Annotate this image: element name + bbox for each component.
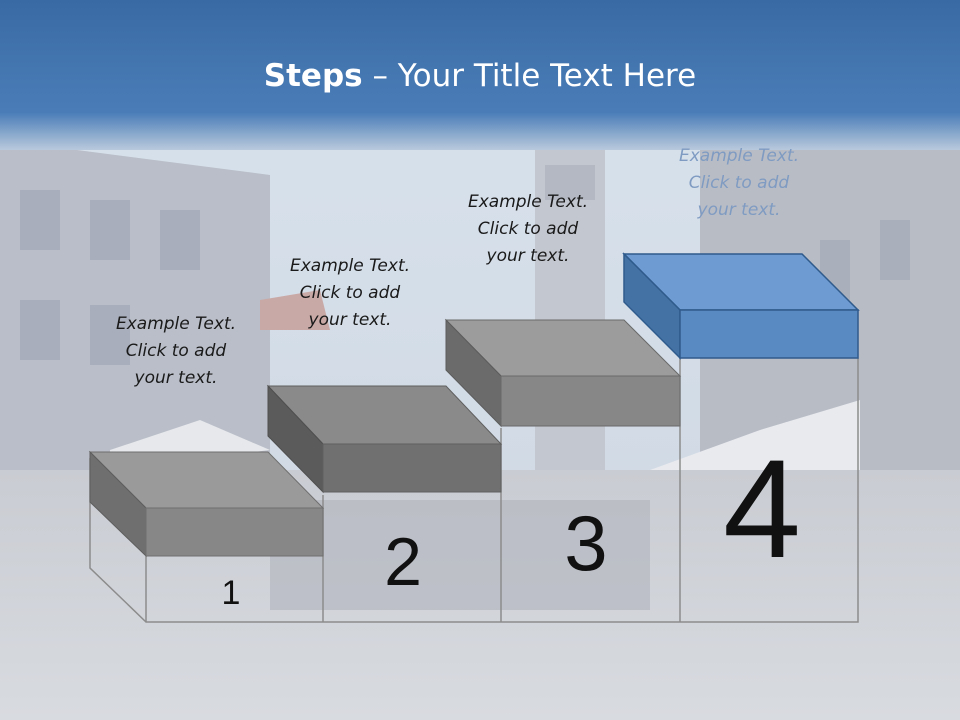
- caption-line: your text.: [486, 246, 570, 266]
- caption-line: your text.: [134, 368, 218, 388]
- step-3-block[interactable]: [444, 318, 682, 428]
- caption-line: Click to add: [299, 283, 401, 303]
- step-4-caption[interactable]: Example Text. Click to add your text.: [649, 143, 829, 224]
- caption-line: Example Text.: [289, 256, 411, 276]
- step-1-caption[interactable]: Example Text. Click to add your text.: [86, 311, 266, 392]
- step-1-block[interactable]: [88, 450, 325, 558]
- step-4-number: 4: [723, 430, 801, 587]
- step-2-caption[interactable]: Example Text. Click to add your text.: [260, 253, 440, 334]
- caption-line: Example Text.: [678, 146, 800, 166]
- step-3-number: 3: [564, 499, 607, 587]
- step-4-block[interactable]: [622, 252, 860, 360]
- caption-line: your text.: [308, 310, 392, 330]
- caption-line: Click to add: [688, 173, 790, 193]
- slide-title[interactable]: Steps – Your Title Text Here: [0, 56, 960, 96]
- caption-line: Click to add: [125, 341, 227, 361]
- title-bold: Steps: [263, 58, 363, 94]
- title-rest: – Your Title Text Here: [362, 58, 697, 94]
- step-1-number: 1: [222, 574, 241, 612]
- caption-line: Click to add: [477, 219, 579, 239]
- caption-line: Example Text.: [115, 314, 237, 334]
- step-3-caption[interactable]: Example Text. Click to add your text.: [438, 189, 618, 270]
- caption-line: Example Text.: [467, 192, 589, 212]
- step-2-block[interactable]: [266, 384, 503, 494]
- step-2-number: 2: [384, 524, 422, 600]
- caption-line: your text.: [697, 200, 781, 220]
